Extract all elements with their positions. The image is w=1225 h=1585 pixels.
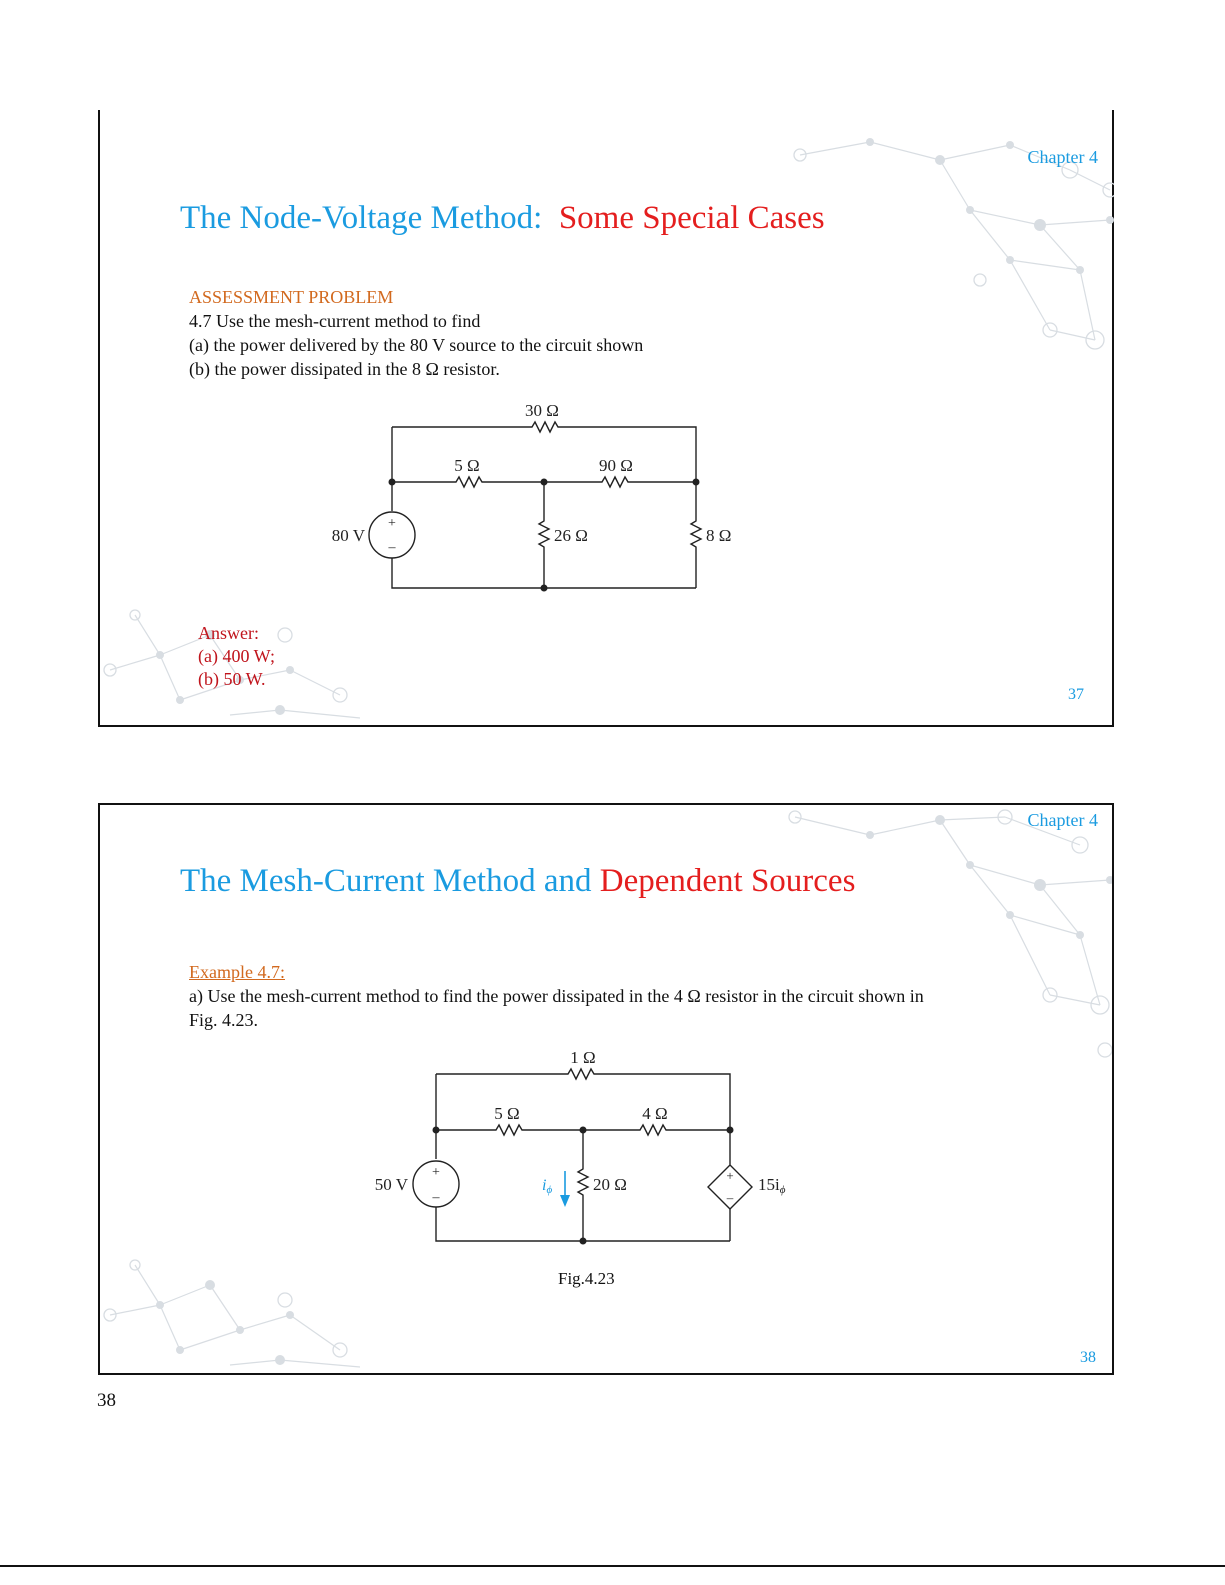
- figure-caption: Fig.4.23: [558, 1269, 615, 1288]
- title-blue: The Mesh-Current Method and: [180, 863, 592, 899]
- slide-number: 38: [1080, 1349, 1096, 1366]
- label-r-mid: 26 Ω: [554, 526, 588, 545]
- chapter-label: Chapter 4: [1027, 810, 1098, 830]
- problem-line: 4.7 Use the mesh-current method to find: [189, 311, 481, 331]
- label-r-top: 1 Ω: [570, 1048, 595, 1067]
- label-current: iϕ: [542, 1177, 552, 1196]
- network-decoration-top-right: [793, 138, 1114, 350]
- circuit-diagram: + – 30 Ω 5 Ω 90 Ω 26 Ω 8 Ω 80 V: [332, 401, 731, 592]
- title-red: Dependent Sources: [599, 863, 856, 899]
- slide-number: 37: [1068, 686, 1084, 703]
- example-line: a) Use the mesh-current method to find t…: [189, 986, 924, 1006]
- page-number: 38: [97, 1390, 116, 1411]
- label-r-mid: 20 Ω: [593, 1175, 627, 1194]
- dep-source-plus-icon: +: [726, 1168, 733, 1183]
- current-arrow-icon: [560, 1171, 570, 1207]
- label-r-right: 90 Ω: [599, 456, 633, 475]
- label-r-far: 8 Ω: [706, 526, 731, 545]
- chapter-label: Chapter 4: [1027, 147, 1098, 167]
- slide-37: Chapter 4 The Node-Voltage Method: Some …: [98, 110, 1114, 727]
- source-plus-icon: +: [432, 1165, 440, 1180]
- source-minus-icon: –: [432, 1190, 441, 1205]
- label-source: 50 V: [375, 1175, 409, 1194]
- source-plus-icon: +: [388, 516, 396, 531]
- label-source: 80 V: [332, 526, 366, 545]
- label-r-top: 30 Ω: [525, 401, 559, 420]
- label-r-left: 5 Ω: [494, 1104, 519, 1123]
- answer-heading: Answer:: [198, 623, 259, 643]
- network-decoration-bottom-left: [103, 1259, 361, 1368]
- problem-text: ASSESSMENT PROBLEM 4.7 Use the mesh-curr…: [189, 285, 643, 381]
- answer-block: Answer: (a) 400 W; (b) 50 W.: [198, 622, 275, 691]
- assessment-heading: ASSESSMENT PROBLEM: [189, 287, 394, 307]
- label-r-left: 5 Ω: [454, 456, 479, 475]
- circuit-diagram: + – + – 1 Ω 5 Ω 4 Ω 20 Ω 50 V iϕ 15iϕ: [375, 1048, 786, 1245]
- network-decoration-top-right: [788, 809, 1112, 1058]
- slide-38: Chapter 4 The Mesh-Current Method and De…: [98, 803, 1114, 1375]
- slide-title: The Mesh-Current Method and Dependent So…: [180, 863, 855, 900]
- network-decoration-bottom-left: [103, 609, 361, 719]
- source-minus-icon: –: [388, 540, 397, 555]
- answer-line: (b) 50 W.: [198, 669, 266, 689]
- dep-source-minus-icon: –: [726, 1190, 734, 1205]
- footer-divider: [0, 1565, 1225, 1567]
- title-blue: The Node-Voltage Method:: [180, 200, 543, 236]
- problem-line: (a) the power delivered by the 80 V sour…: [189, 335, 644, 355]
- example-text: Example 4.7: a) Use the mesh-current met…: [189, 960, 924, 1032]
- label-r-right: 4 Ω: [642, 1104, 667, 1123]
- label-dep-source: 15iϕ: [758, 1175, 786, 1196]
- example-line: Fig. 4.23.: [189, 1010, 259, 1030]
- answer-line: (a) 400 W;: [198, 646, 275, 666]
- slide-title: The Node-Voltage Method: Some Special Ca…: [180, 200, 825, 237]
- problem-line: (b) the power dissipated in the 8 Ω resi…: [189, 359, 500, 379]
- example-label: Example 4.7:: [189, 962, 285, 982]
- title-red: Some Special Cases: [558, 200, 825, 236]
